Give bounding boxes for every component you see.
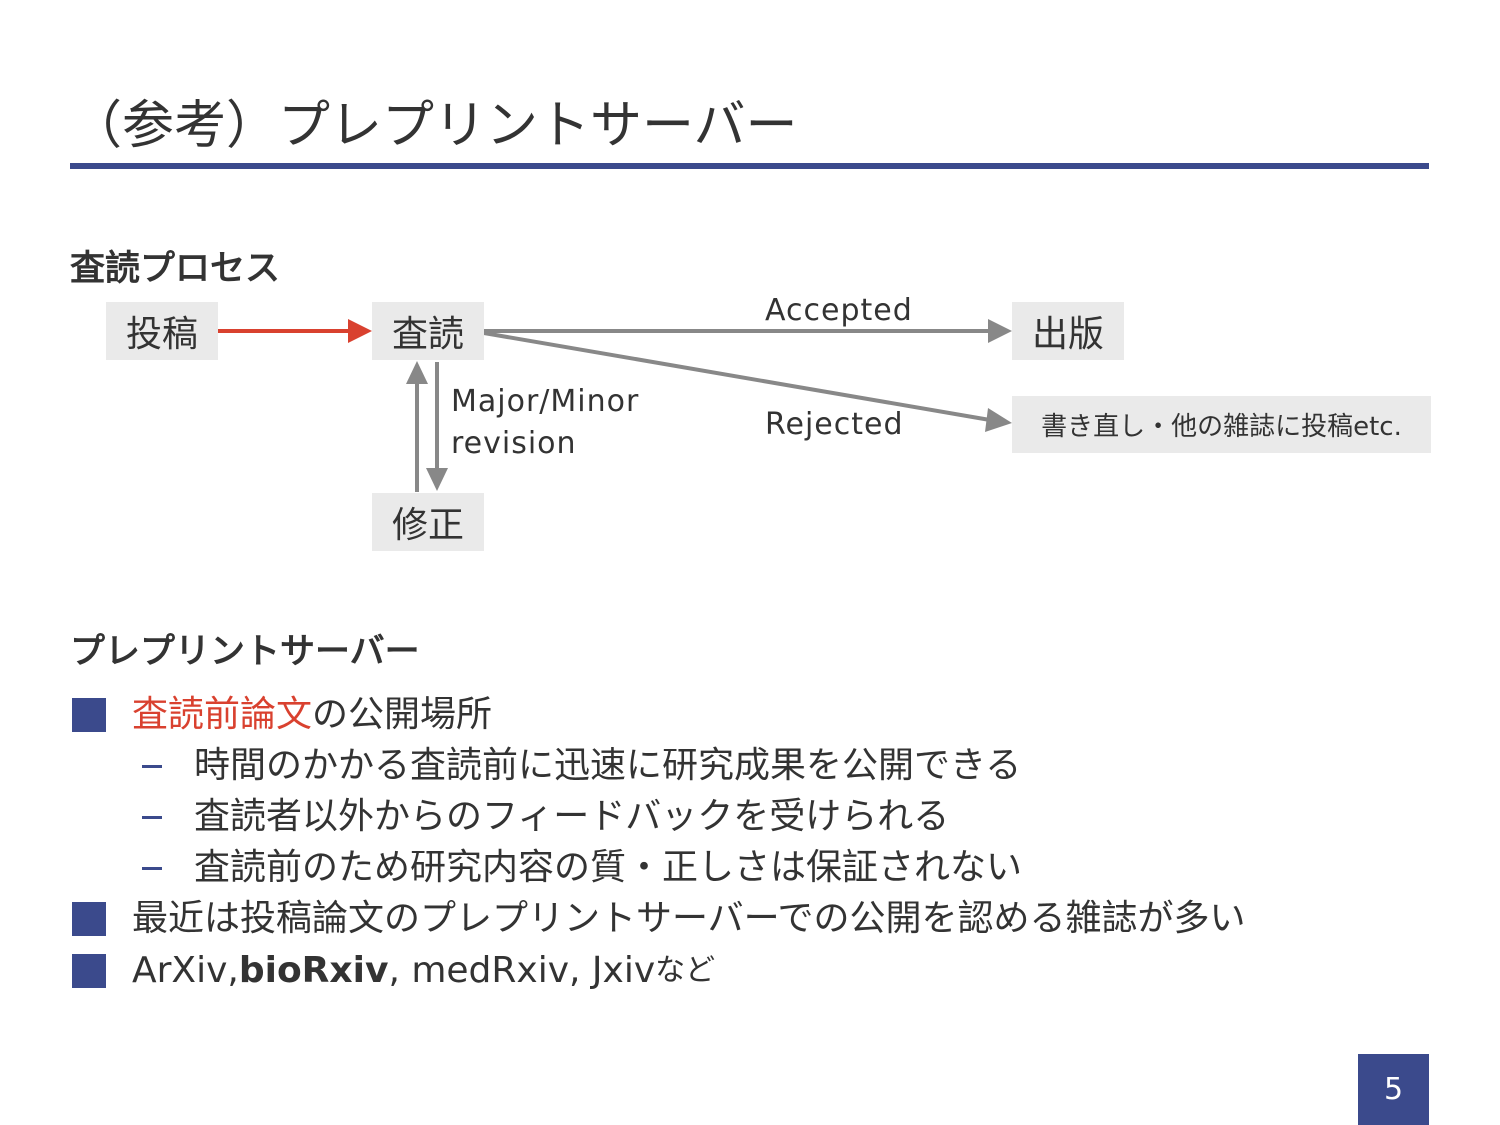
node-revise: 修正 xyxy=(372,493,484,551)
review-to-revise-arrowhead xyxy=(426,468,448,491)
dash-icon xyxy=(142,866,162,870)
accepted-arrowhead xyxy=(988,319,1012,343)
bullet-text: 最近は投稿論文のプレプリントサーバーでの公開を認める雑誌が多い xyxy=(132,898,1246,939)
subbullet-item: 時間のかかる査読前に迅速に研究成果を公開できる xyxy=(72,741,1021,791)
subbullet-item: 査読前のため研究内容の質・正しさは保証されない xyxy=(72,843,1022,893)
revision-label-line2: revision xyxy=(451,426,577,461)
bullet-item: 査読前論文の公開場所 xyxy=(72,690,492,740)
server-list-text: ArXiv, xyxy=(132,950,239,991)
revision-label-line1: Major/Minor xyxy=(451,384,640,419)
review-process-heading: 査読プロセス xyxy=(70,249,281,289)
node-submit: 投稿 xyxy=(106,302,218,360)
dash-icon xyxy=(142,764,162,768)
bullet-square-icon xyxy=(72,954,106,988)
title-rule xyxy=(70,163,1429,169)
bullet-square-icon xyxy=(72,698,106,732)
subbullet-text: 査読者以外からのフィードバックを受けられる xyxy=(194,796,950,837)
highlight-text: 査読前論文 xyxy=(132,694,313,735)
submit-to-review-arrowhead xyxy=(348,319,372,343)
bullet-item: ArXiv, bioRxiv, medRxiv, Jxiv など xyxy=(72,946,715,996)
bullet-item: 最近は投稿論文のプレプリントサーバーでの公開を認める雑誌が多い xyxy=(72,894,1245,944)
server-list-suffix: など xyxy=(655,953,716,988)
preprint-heading: プレプリントサーバー xyxy=(70,632,420,672)
bullet-text: の公開場所 xyxy=(312,694,493,735)
subbullet-text: 査読前のため研究内容の質・正しさは保証されない xyxy=(194,847,1023,888)
dash-icon xyxy=(142,815,162,819)
rejected-label: Rejected xyxy=(765,407,904,442)
revise-to-review-arrowhead xyxy=(406,361,428,384)
accepted-label: Accepted xyxy=(765,293,913,328)
node-rewrite: 書き直し・他の雑誌に投稿etc. xyxy=(1012,396,1431,453)
subbullet-item: 査読者以外からのフィードバックを受けられる xyxy=(72,792,949,842)
rejected-arrowhead xyxy=(985,408,1012,432)
page-number: 5 xyxy=(1358,1054,1429,1125)
node-review: 査読 xyxy=(372,302,484,360)
node-publish: 出版 xyxy=(1012,302,1124,360)
subbullet-text: 時間のかかる査読前に迅速に研究成果を公開できる xyxy=(194,745,1022,786)
slide-title: （参考）プレプリントサーバー xyxy=(70,96,798,156)
bullet-square-icon xyxy=(72,902,106,936)
server-biorxiv: bioRxiv xyxy=(238,950,389,991)
server-list-rest: , medRxiv, Jxiv xyxy=(388,950,656,991)
